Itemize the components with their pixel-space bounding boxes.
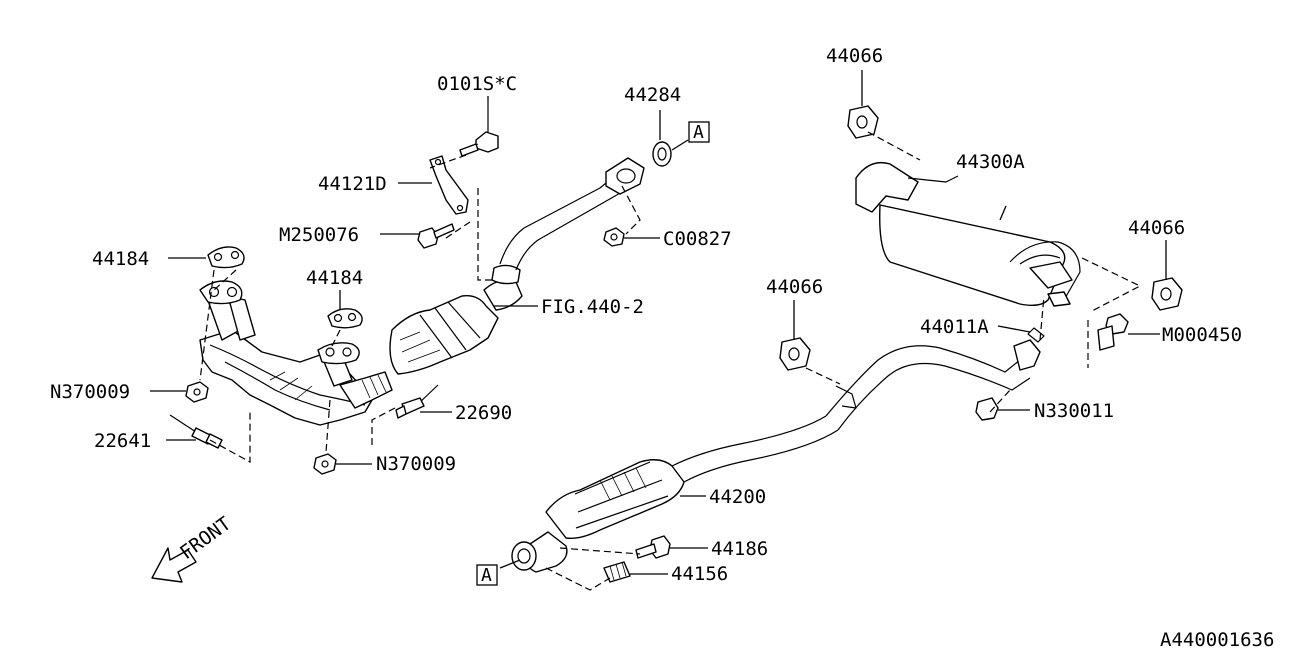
label-22641: 22641 [94,430,151,452]
oxygen-sensor-22641 [169,414,223,449]
label-44284: 44284 [624,84,681,106]
label-22690: 22690 [455,402,512,424]
label-44184-left: 44184 [92,248,149,270]
muffler-44300a [855,161,1081,307]
gasket-44184-mid [327,308,363,329]
ref-box-a-bottom [476,564,498,586]
ref-box-a-top [688,121,710,143]
gasket-44184-left [207,246,245,269]
nut-n370009-left [185,381,209,403]
label-44186: 44186 [711,538,768,560]
label-0101s: 0101S*C [437,73,517,95]
nut-n370009-bottom [313,453,337,475]
intermediate-pipe [825,339,1041,431]
label-44011a: 44011A [920,316,989,338]
label-diagram-id: A440001636 [1160,629,1274,651]
label-44156: 44156 [671,563,728,585]
label-fig-440-2: FIG.440-2 [541,296,644,318]
label-ref-a-top: A [693,122,704,143]
label-44066-top: 44066 [826,45,883,67]
bracket-44121d [429,155,469,215]
label-n330011: N330011 [1034,400,1114,422]
label-m250076: M250076 [279,224,359,246]
label-n370009-bottom: N370009 [376,453,456,475]
label-44066-right: 44066 [1128,217,1185,239]
hanger-44066-top [847,105,879,139]
front-catalytic-converter [389,264,523,375]
label-c00827: C00827 [663,228,732,250]
gasket-44284 [652,141,672,167]
nut-c00827 [603,227,625,247]
label-44121d: 44121D [318,173,387,195]
bolt-0101s [459,100,499,157]
bolt-44186 [635,535,671,559]
center-converter-44200 [511,415,839,573]
front-arrow-icon [151,547,197,583]
exhaust-manifold [199,280,393,426]
label-44300a: 44300A [956,151,1025,173]
hanger-44066-right [1151,277,1183,311]
part-labels: 0101S*C 44284 A 44121D M250076 C00827 44… [50,45,1274,651]
label-front: FRONT [176,513,235,564]
nut-n330011 [975,397,999,421]
label-44066-mid: 44066 [766,276,823,298]
label-44184-mid: 44184 [306,267,363,289]
label-44200: 44200 [709,486,766,508]
label-m000450: M000450 [1162,324,1242,346]
spring-44156 [603,561,631,583]
label-n370009-left: N370009 [50,381,130,403]
front-pipe [499,157,645,271]
bolt-m000450 [1097,313,1129,351]
connection-lines [199,131,1142,591]
hanger-44066-mid [779,337,811,371]
leader-lines [150,70,1167,575]
label-ref-a-bottom: A [481,565,492,586]
oxygen-sensor-22690 [395,384,439,419]
bolt-m250076 [417,223,455,249]
